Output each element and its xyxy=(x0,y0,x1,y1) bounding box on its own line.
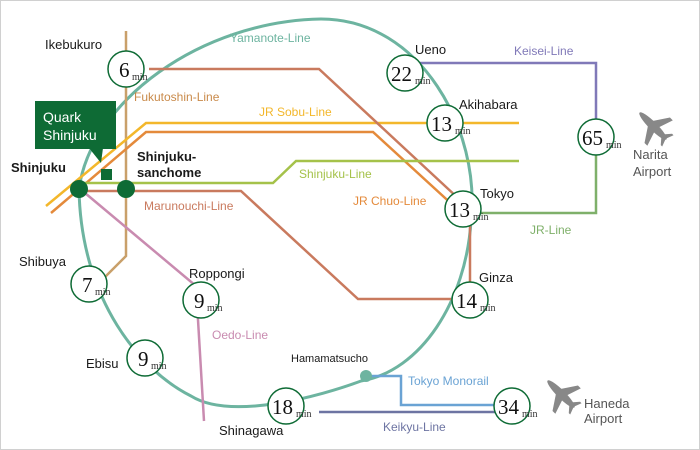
akihabara-minutes: 13 xyxy=(431,112,452,136)
marunouchi-line-label: Marunouchi-Line xyxy=(144,199,234,213)
narita-airplane-icon xyxy=(639,112,674,147)
ikebukuro-time-circle xyxy=(107,50,145,88)
roppongi-label: Roppongi xyxy=(189,266,245,281)
narita-minutes: 65 xyxy=(582,126,603,150)
ikebukuro-minutes: 6 xyxy=(119,58,130,82)
akihabara-time-circle xyxy=(426,104,464,142)
tokyo-minutes: 13 xyxy=(449,198,470,222)
monorail-line xyxy=(366,374,496,407)
akihabara-label: Akihabara xyxy=(459,97,518,112)
ikebukuro-minutes-unit: min xyxy=(132,72,148,83)
destination-label-line1: Quark xyxy=(43,109,82,125)
haneda-airplane-icon xyxy=(547,380,582,415)
ginza-label: Ginza xyxy=(479,270,514,285)
roppongi-minutes-unit: min xyxy=(207,303,223,314)
ginza-minutes-unit: min xyxy=(480,303,496,314)
keikyu-line-label: Keikyu-Line xyxy=(383,420,446,434)
jr-narita-line-label: JR-Line xyxy=(530,223,572,237)
narita-minutes-unit: min xyxy=(606,140,622,151)
shibuya-time-circle xyxy=(70,265,108,303)
ikebukuro-label: Ikebukuro xyxy=(45,37,102,52)
narita-label-2: Airport xyxy=(633,164,672,179)
fukutoshin-line-label: Fukutoshin-Line xyxy=(134,90,220,104)
marunouchi-line-north xyxy=(149,67,460,200)
akihabara-minutes-unit: min xyxy=(455,126,471,137)
haneda-minutes: 34 xyxy=(498,395,520,419)
hamamatsucho-dot[interactable] xyxy=(360,370,372,382)
ueno-minutes: 22 xyxy=(391,62,412,86)
roppongi-time-circle xyxy=(182,281,220,319)
monorail-line-label: Tokyo Monorail xyxy=(408,374,489,388)
oedo-line-label: Oedo-Line xyxy=(212,328,268,342)
ebisu-label: Ebisu xyxy=(86,356,119,371)
haneda-label-2: Airport xyxy=(584,411,623,426)
tokyo-label: Tokyo xyxy=(480,186,514,201)
haneda-time-circle xyxy=(493,387,531,425)
sobu-line-label: JR Sobu-Line xyxy=(259,105,332,119)
shinjuku-line xyxy=(79,159,519,185)
shibuya-label: Shibuya xyxy=(19,254,67,269)
hamamatsucho-label: Hamamatsucho xyxy=(291,353,368,365)
keisei-line xyxy=(416,61,598,121)
destination-label-line2: Shinjuku xyxy=(43,127,97,143)
shinjuku-station-dot[interactable] xyxy=(70,180,88,198)
ebisu-minutes: 9 xyxy=(138,347,149,371)
ebisu-time-circle xyxy=(126,339,164,377)
shinagawa-minutes-unit: min xyxy=(296,409,312,420)
narita-time-circle xyxy=(577,118,615,156)
tokyo-minutes-unit: min xyxy=(473,212,489,223)
ginza-time-circle xyxy=(451,281,489,319)
ueno-label: Ueno xyxy=(415,42,446,57)
ginza-minutes: 14 xyxy=(456,289,478,313)
shinagawa-label: Shinagawa xyxy=(219,423,284,438)
chuo-line xyxy=(50,130,457,214)
shinagawa-time-circle xyxy=(267,387,305,425)
shibuya-minutes-unit: min xyxy=(95,287,111,298)
keisei-line-label: Keisei-Line xyxy=(514,44,574,58)
narita-label-1: Narita xyxy=(633,147,668,162)
shinagawa-minutes: 18 xyxy=(272,395,293,419)
quark-shinjuku-marker[interactable] xyxy=(101,169,112,180)
jr-narita-line xyxy=(476,153,598,215)
ueno-minutes-unit: min xyxy=(415,76,431,87)
quark-shinjuku-callout[interactable]: Quark Shinjuku xyxy=(35,101,116,163)
roppongi-minutes: 9 xyxy=(194,289,205,313)
marunouchi-line xyxy=(79,189,451,301)
haneda-label-1: Haneda xyxy=(584,396,630,411)
chuo-line-label: JR Chuo-Line xyxy=(353,194,427,208)
shinjuku-sanchome-station-dot[interactable] xyxy=(117,180,135,198)
ueno-time-circle xyxy=(386,54,424,92)
yamanote-line-label: Yamanote-Line xyxy=(230,31,311,45)
shinjuku-label: Shinjuku xyxy=(11,160,66,175)
shibuya-minutes: 7 xyxy=(82,273,93,297)
shinjuku-sanchome-label-1: Shinjuku- xyxy=(137,149,196,164)
haneda-minutes-unit: min xyxy=(522,409,538,420)
shinjuku-line-label: Shinjuku-Line xyxy=(299,167,372,181)
ebisu-minutes-unit: min xyxy=(151,361,167,372)
sobu-line xyxy=(45,121,519,207)
shinjuku-sanchome-label-2: sanchome xyxy=(137,165,201,180)
tokyo-time-circle xyxy=(444,190,482,228)
fukutoshin-line xyxy=(100,31,128,282)
